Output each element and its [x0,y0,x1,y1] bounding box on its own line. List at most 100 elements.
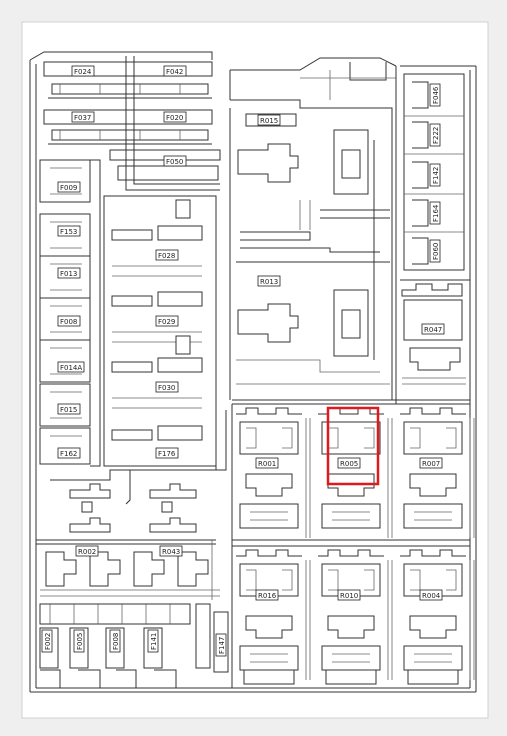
relay-socket-line [469,418,475,538]
relay-socket-line [236,549,302,557]
label-F030: F030 [155,381,179,393]
relay-socket-line [327,615,375,639]
svg-text:F164: F164 [432,204,440,222]
relay-socket-line [239,645,299,671]
relay-socket-line [410,569,457,591]
relay-socket-line [328,427,375,449]
relay-socket-line [246,569,293,591]
svg-text:F050: F050 [166,158,183,166]
label-F008: F008 [57,315,81,327]
label-F164: F164 [429,201,441,225]
relay-socket-line [407,669,459,685]
relay-socket-line [410,427,457,449]
svg-text:F015: F015 [60,406,77,414]
middle-left-fuse-block [50,195,227,481]
relay-socket-line [305,560,311,680]
label-F014A: F014A [57,361,85,373]
label-F028: F028 [155,249,179,261]
label-F162: F162 [57,447,81,459]
relay-socket-line [236,407,302,415]
svg-text:R001: R001 [258,460,276,468]
label-F141: F141 [147,629,159,653]
relay-socket-line [239,563,299,597]
label-F024: F024 [71,65,95,77]
relay-socket-line [239,421,299,455]
svg-text:F162: F162 [60,450,77,458]
label-F013: F013 [57,267,81,279]
svg-text:F222: F222 [432,127,440,144]
relay-socket-line [328,569,375,591]
label-F142: F142 [429,163,441,187]
r005-highlight-box [326,406,380,486]
svg-text:F060: F060 [432,243,440,260]
label-F029: F029 [155,315,179,327]
svg-text:R047: R047 [424,326,442,334]
relay-socket-line [403,421,463,455]
label-F009: F009 [57,181,81,193]
relay-socket-line [414,653,452,663]
svg-text:R007: R007 [422,460,440,468]
label-F176: F176 [155,447,179,459]
label-F046: F046 [429,83,441,107]
relay-grid [231,399,475,688]
relay-socket-line [387,418,393,538]
label-F015: F015 [57,403,81,415]
relay-socket-line [321,421,381,455]
svg-text:F153: F153 [60,228,77,236]
relay-socket-line [245,473,293,497]
relay-socket-line [250,653,288,663]
lower-left-relay-sockets [36,470,220,600]
relay-socket-line [400,549,466,557]
relay-socket-line [327,473,375,497]
svg-text:F030: F030 [158,384,175,392]
relay-socket-line [403,503,463,529]
svg-text:R015: R015 [260,117,278,125]
svg-text:F142: F142 [432,167,440,184]
svg-text:R004: R004 [422,592,441,600]
label-R005: R005 [337,457,361,469]
relay-socket-line [387,560,393,680]
label-R013: R013 [257,275,281,287]
svg-text:F008: F008 [112,633,120,650]
component-labels: F024 F042 F037 F020 F050 R015 R013 F009 … [41,65,445,657]
label-F050: F050 [163,155,187,167]
label-R043: R043 [159,545,183,557]
relay-socket-line [239,503,299,529]
svg-text:R010: R010 [340,592,358,600]
label-F005: F005 [73,629,85,653]
svg-text:F014A: F014A [60,364,82,372]
svg-text:F002: F002 [44,633,52,650]
relay-socket-line [318,549,384,557]
relay-socket-line [321,503,381,529]
svg-text:F176: F176 [158,450,176,458]
label-F037: F037 [71,111,95,123]
svg-text:F042: F042 [166,68,183,76]
label-R015: R015 [257,114,281,126]
relay-socket-line [325,669,377,685]
svg-text:F005: F005 [76,633,84,650]
relay-socket-line [305,418,311,538]
relay-socket-line [469,560,475,680]
label-F020: F020 [163,111,187,123]
label-F222: F222 [429,123,441,147]
relay-socket-line [321,563,381,597]
relay-socket-line [332,511,370,521]
svg-text:F009: F009 [60,184,77,192]
svg-text:F020: F020 [166,114,183,122]
relay-socket-line [414,511,452,521]
svg-text:F147: F147 [218,637,226,654]
label-F042: F042 [163,65,187,77]
relay-socket-line [243,669,295,685]
label-F008b: F008 [109,629,121,653]
label-R047: R047 [421,323,445,335]
label-R002: R002 [75,545,99,557]
relay-socket-line [403,645,463,671]
label-R007: R007 [419,457,443,469]
label-F147: F147 [215,633,227,657]
svg-text:R043: R043 [162,548,180,556]
svg-text:F024: F024 [74,68,92,76]
relay-socket-line [403,563,463,597]
relay-socket-line [250,511,288,521]
